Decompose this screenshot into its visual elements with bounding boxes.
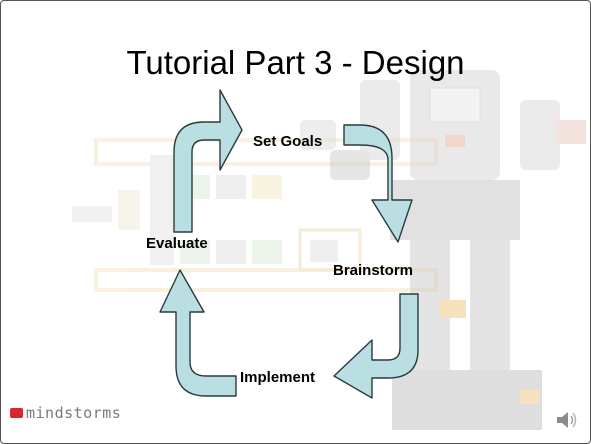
arrow-set-goals-to-brainstorm <box>343 124 413 243</box>
arrow-implement-to-evaluate <box>159 269 237 397</box>
cycle-step-evaluate: Evaluate <box>146 235 208 252</box>
arrow-evaluate-to-set-goals <box>173 89 243 233</box>
logo-text: mindstorms <box>26 404 122 422</box>
cycle-step-implement: Implement <box>240 369 316 386</box>
cycle-step-brainstorm: Brainstorm <box>333 262 414 279</box>
speaker-icon[interactable] <box>554 407 580 433</box>
lego-badge-icon <box>10 408 23 418</box>
page-title: Tutorial Part 3 - Design <box>126 44 465 81</box>
cycle-step-set-goals: Set Goals <box>253 133 323 150</box>
mindstorms-logo: mindstorms <box>10 404 121 422</box>
arrow-brainstorm-to-implement <box>333 293 419 399</box>
